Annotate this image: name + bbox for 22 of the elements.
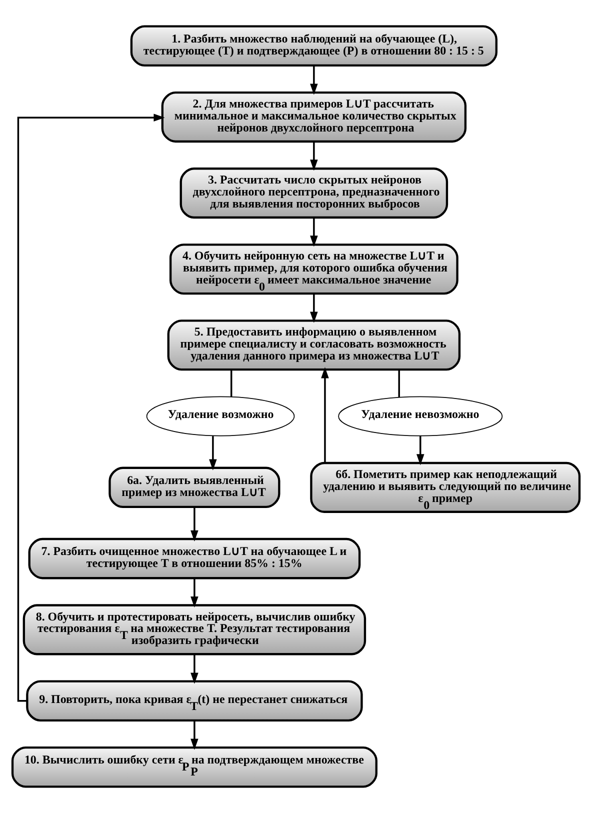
arrow	[190, 654, 198, 684]
arrow	[17, 114, 165, 702]
connector	[398, 370, 400, 398]
arrow	[190, 720, 198, 750]
node-ellipse: Удаление возможно	[146, 396, 295, 436]
node-box: 1. Разбить множество наблюдений на обучающее (L), тестирующее (T) и подтверждающее (P) в отношении 80 : 15 : 5	[130, 25, 498, 67]
node-ellipse: Удаление невозможно	[338, 396, 503, 436]
arrow	[209, 436, 217, 470]
arrow	[310, 142, 318, 171]
arrow	[416, 436, 424, 466]
node-box: 5. Предоставить информацию о выявленном примере специалисту и согласовать возможность удаления данного примера из множества L∪T	[167, 320, 461, 371]
arrow	[190, 507, 198, 542]
node-box: 7. Разбить очищенное множество L∪T на обучающее L и тестирующее T в отношении 85% : 15%	[28, 538, 361, 580]
arrow	[310, 218, 318, 247]
connector	[230, 370, 232, 397]
arrow	[190, 578, 198, 608]
node-box: 3. Рассчитать число скрытых нейронов двухслойного персептрона, предназначенного для выявления посторонних выбросов	[180, 168, 448, 219]
arrow	[310, 294, 318, 323]
node-box: 2. Для множества примеров L∪T рассчитать минимальное и максимальное количество скрытых нейронов двухслойного персептрона	[161, 92, 467, 143]
arrow	[310, 66, 318, 95]
arrow	[321, 367, 329, 463]
node-box: 6а. Удалить выявленный пример из множества L∪T	[108, 466, 280, 508]
